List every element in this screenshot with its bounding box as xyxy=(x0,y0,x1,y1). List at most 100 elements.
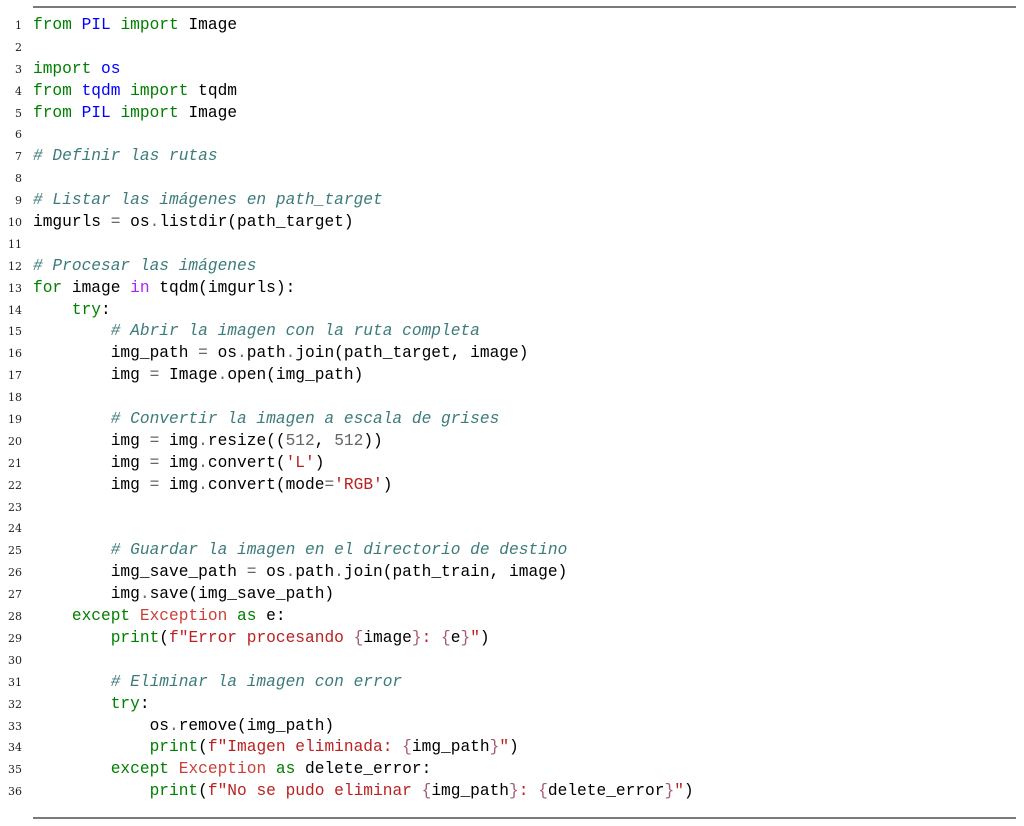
comment-token: # Guardar la imagen en el directorio de … xyxy=(110,541,568,560)
code-token: tqdm xyxy=(188,81,238,100)
code-line: 20 img = img.resize((512, 512)) xyxy=(0,431,1024,453)
exception-name-token: Exception xyxy=(178,760,267,779)
code-line: 26 img_save_path = os.path.join(path_tra… xyxy=(0,562,1024,584)
code-token xyxy=(169,760,179,778)
code-token: img xyxy=(159,475,199,494)
code-token: ) xyxy=(479,628,490,647)
line-number: 3 xyxy=(15,62,22,76)
code-text: try: xyxy=(33,694,150,716)
string-token: : xyxy=(421,628,442,647)
code-token: os xyxy=(256,563,286,582)
code-token xyxy=(33,782,150,800)
code-text: print(f"Error procesando {image}: {e}") xyxy=(33,628,490,650)
line-number: 29 xyxy=(8,631,22,645)
code-token: image xyxy=(363,628,412,647)
code-token: img_save_path xyxy=(33,563,247,582)
string-token: f"Imagen eliminada: xyxy=(207,738,403,757)
line-number: 32 xyxy=(8,697,22,711)
keyword-token: print xyxy=(149,782,199,801)
line-number: 21 xyxy=(8,456,22,470)
code-token: img xyxy=(33,453,150,472)
code-token xyxy=(72,82,82,100)
code-token: image xyxy=(62,278,131,297)
comment-token: # Eliminar la imagen con error xyxy=(110,672,403,691)
code-token: img xyxy=(159,431,199,450)
code-token xyxy=(33,301,72,319)
line-number: 17 xyxy=(8,369,22,383)
code-token xyxy=(111,104,121,122)
line-number: 9 xyxy=(15,194,22,208)
code-line: 23 xyxy=(0,497,1024,519)
code-token xyxy=(33,541,111,559)
line-number: 25 xyxy=(8,544,22,558)
code-token: os xyxy=(33,716,169,735)
code-text: # Eliminar la imagen con error xyxy=(33,672,402,694)
code-line: 33 os.remove(img_path) xyxy=(0,716,1024,738)
code-text: imgurls = os.listdir(path_target) xyxy=(33,212,354,234)
namespace-token: PIL xyxy=(81,103,111,122)
code-token: img_path xyxy=(411,738,490,757)
code-token: save(img_save_path) xyxy=(149,585,335,604)
code-line: 32 try: xyxy=(0,694,1024,716)
string-token: f"Error procesando xyxy=(169,628,354,647)
code-token: path xyxy=(295,563,335,582)
code-text: for image in tqdm(imgurls): xyxy=(33,278,295,300)
code-token: img_path xyxy=(431,782,510,801)
code-text: except Exception as e: xyxy=(33,606,286,628)
line-number: 2 xyxy=(15,40,22,54)
line-number: 8 xyxy=(15,172,22,186)
comment-token: # Procesar las imágenes xyxy=(33,256,257,275)
code-token xyxy=(33,607,72,625)
code-text: print(f"Imagen eliminada: {img_path}") xyxy=(33,737,519,759)
operator-token: . xyxy=(198,431,208,450)
operator-token: = xyxy=(149,431,160,450)
code-line: 16 img_path = os.path.join(path_target, … xyxy=(0,343,1024,365)
code-text: from tqdm import tqdm xyxy=(33,81,237,103)
exception-name-token: Exception xyxy=(139,607,228,626)
comment-token: # Listar las imágenes en path_target xyxy=(33,191,383,210)
code-token xyxy=(33,410,111,428)
code-token: ( xyxy=(159,628,170,647)
interpolation-token: { xyxy=(421,782,432,801)
line-number: 28 xyxy=(8,610,22,624)
operator-token: . xyxy=(285,344,296,363)
line-number: 15 xyxy=(8,325,22,339)
keyword-token: except xyxy=(110,760,170,779)
line-number: 14 xyxy=(8,303,22,317)
code-token: ) xyxy=(509,738,519,757)
code-token: img_path xyxy=(33,344,199,363)
line-number: 18 xyxy=(8,391,22,405)
code-line: 9 # Listar las imágenes en path_target xyxy=(0,190,1024,212)
code-token xyxy=(91,60,101,78)
interpolation-token: } xyxy=(411,628,422,647)
code-line: 17 img = Image.open(img_path) xyxy=(0,365,1024,387)
bottom-rule xyxy=(33,817,1016,819)
code-line: 19 # Convertir la imagen a escala de gri… xyxy=(0,409,1024,431)
code-line: 6 xyxy=(0,124,1024,146)
operator-token: . xyxy=(334,563,344,582)
code-token: ) xyxy=(382,475,393,494)
keyword-token: import xyxy=(130,81,189,100)
code-token xyxy=(120,82,130,100)
code-token: e: xyxy=(256,607,286,626)
line-number: 36 xyxy=(8,785,22,799)
code-token: listdir(path_target) xyxy=(159,213,354,232)
code-text: img = img.resize((512, 512)) xyxy=(33,431,383,453)
code-line: 15 # Abrir la imagen con la ruta complet… xyxy=(0,321,1024,343)
namespace-token: PIL xyxy=(81,16,111,34)
interpolation-token: } xyxy=(460,628,471,647)
code-token: remove(img_path) xyxy=(178,716,335,735)
code-text: img.save(img_save_path) xyxy=(33,584,334,606)
code-token: img xyxy=(33,585,140,604)
operator-token: = xyxy=(246,563,257,582)
code-line: 28 except Exception as e: xyxy=(0,606,1024,628)
line-number: 11 xyxy=(8,237,22,251)
line-number: 4 xyxy=(15,84,22,98)
keyword-token: except xyxy=(71,607,131,626)
code-token: tqdm(imgurls): xyxy=(149,278,296,297)
code-token: path xyxy=(246,344,286,363)
keyword-token: as xyxy=(237,607,257,626)
interpolation-token: { xyxy=(538,782,548,801)
keyword-token: try xyxy=(71,300,102,319)
